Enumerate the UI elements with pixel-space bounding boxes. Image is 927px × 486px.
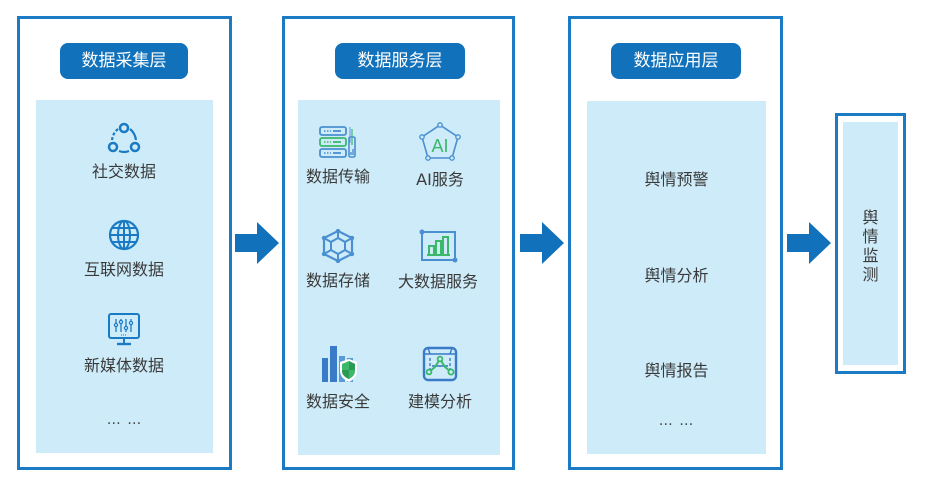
flow-arrow-icon xyxy=(520,222,564,264)
item-data-storage: 数据存储 xyxy=(278,229,398,291)
item-data-security: 数据安全 xyxy=(278,344,398,412)
monitor-equalizer-icon xyxy=(108,313,140,346)
item-label: AI服务 xyxy=(416,170,464,189)
layer-data-application: 数据应用层 舆情预警 舆情分析 舆情报告 … … xyxy=(568,16,783,470)
output-label-vertical: 舆 情 监 测 xyxy=(843,208,898,284)
flow-arrow-icon xyxy=(235,222,279,264)
ellipsis: … … xyxy=(658,413,695,429)
item-data-transfer: 数据传输 xyxy=(278,125,398,187)
server-transfer-icon xyxy=(319,126,356,158)
ai-pentagon-icon: AI xyxy=(419,122,461,161)
output-char: 监 xyxy=(862,246,879,265)
item-public-opinion-analysis: 舆情分析 xyxy=(644,266,709,285)
item-label: 新媒体数据 xyxy=(83,356,164,375)
item-label: 社交数据 xyxy=(91,162,156,181)
item-label: 大数据服务 xyxy=(397,272,478,291)
item-internet-data: 互联网数据 xyxy=(64,218,184,280)
layer-data-collection: 数据采集层 社交数据 互联网数据 xyxy=(17,16,232,470)
item-label: 数据安全 xyxy=(305,392,370,411)
model-analysis-icon xyxy=(422,346,458,382)
layer-content-panel: 舆情预警 舆情分析 舆情报告 … … xyxy=(587,101,766,454)
ai-icon-text: AI xyxy=(431,136,448,156)
item-label: 数据传输 xyxy=(305,167,370,186)
shield-chart-icon xyxy=(322,346,357,382)
item-big-data-service: 大数据服务 xyxy=(378,228,498,292)
item-social-data: 社交数据 xyxy=(64,122,184,182)
item-new-media-data: 新媒体数据 xyxy=(64,312,184,376)
layer-content-panel: 社交数据 互联网数据 xyxy=(36,100,213,453)
output-public-opinion-monitoring: 舆 情 监 测 xyxy=(835,113,906,374)
item-label: 数据存储 xyxy=(305,271,370,290)
item-ai-service: AI AI服务 xyxy=(380,122,500,190)
output-char: 测 xyxy=(862,265,879,284)
layer-title-badge: 数据应用层 xyxy=(611,43,741,79)
layer-data-service: 数据服务层 数据传输 xyxy=(282,16,515,470)
output-char: 舆 xyxy=(862,208,879,227)
social-network-icon xyxy=(107,122,141,154)
layer-title-badge: 数据服务层 xyxy=(335,43,465,79)
output-char: 情 xyxy=(862,227,879,246)
item-public-opinion-warning: 舆情预警 xyxy=(644,170,709,189)
item-label: 互联网数据 xyxy=(83,260,164,279)
item-label: 建模分析 xyxy=(407,392,472,411)
layer-content-panel: 数据传输 AI AI服务 xyxy=(298,100,500,455)
ellipsis: … … xyxy=(106,412,143,428)
globe-icon xyxy=(108,219,140,251)
bar-chart-frame-icon xyxy=(419,229,458,263)
flow-arrow-icon xyxy=(787,222,831,264)
output-panel: 舆 情 监 测 xyxy=(843,122,898,365)
item-modeling-analysis: 建模分析 xyxy=(380,344,500,412)
item-public-opinion-report: 舆情报告 xyxy=(644,361,709,380)
hexagon-network-icon xyxy=(321,229,355,263)
layer-title-badge: 数据采集层 xyxy=(60,43,188,79)
